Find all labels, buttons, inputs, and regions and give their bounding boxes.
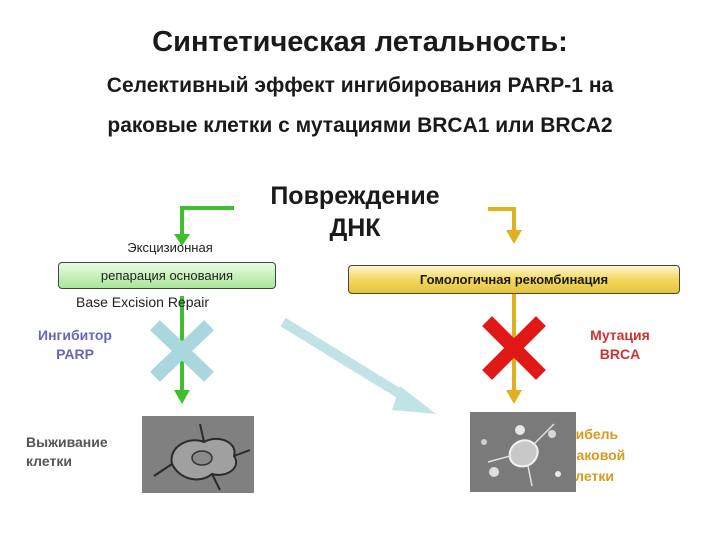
base-excision-repair-english: Base Excision Repair	[76, 294, 210, 310]
cell-death-line-2: раковой	[568, 447, 626, 463]
yellow-arrow-in	[488, 207, 516, 232]
ber-box-label: репарация основания	[100, 268, 234, 283]
cell-survival-line-2: клетки	[26, 453, 72, 469]
green-arrowhead-2	[174, 390, 190, 404]
cell-death-line-3: клетки	[568, 468, 614, 484]
yellow-arrowhead-1	[506, 230, 522, 244]
yellow-arrowhead-2	[506, 390, 522, 404]
dying-cell-image	[470, 412, 576, 492]
cancer-cell-death-label: Гибель раковой клетки	[568, 424, 625, 487]
dna-damage-line-2: ДНК	[329, 214, 381, 242]
dna-damage-line-1: Повреждение	[270, 182, 440, 210]
main-title: Синтетическая летальность:	[152, 26, 568, 58]
subtitle-line-2: раковые клетки с мутациями BRCA1 или BRC…	[107, 114, 613, 137]
hr-box-label: Гомологичная рекомбинация	[419, 272, 609, 287]
parp-inhibitor-line-2: PARP	[56, 346, 94, 362]
dna-damage-label: Повреждение ДНК	[235, 180, 475, 244]
brca-mutation-line-1: Мутация	[590, 327, 650, 343]
base-excision-repair-box: репарация основания	[58, 262, 276, 289]
brca-mutation-line-2: BRCA	[599, 346, 641, 362]
excision-label: Эксцизионная	[127, 240, 213, 255]
diagonal-arrow-shaft	[280, 317, 413, 405]
cell-death-line-1: Гибель	[568, 426, 619, 442]
brca-mutation-label: Мутация BRCA	[575, 326, 665, 364]
parp-inhibitor-label: Ингибитор PARP	[30, 326, 120, 364]
homologous-recombination-box: Гомологичная рекомбинация	[348, 265, 680, 294]
green-arrow-in	[180, 206, 234, 236]
subtitle-line-1: Селективный эффект ингибирования PARP-1 …	[106, 74, 614, 97]
dying-cell-drawing	[470, 412, 576, 492]
surviving-cell-image	[142, 416, 254, 493]
diagonal-arrowhead	[392, 386, 436, 414]
green-arrowhead-1	[174, 234, 190, 246]
cell-survival-line-1: Выживание	[26, 434, 108, 450]
inhibition-x-icon	[150, 320, 214, 382]
mutation-x-icon	[482, 316, 546, 380]
parp-inhibitor-line-1: Ингибитор	[38, 327, 112, 343]
cell-survival-label: Выживание клетки	[26, 433, 108, 471]
surviving-cell-drawing	[142, 416, 254, 493]
